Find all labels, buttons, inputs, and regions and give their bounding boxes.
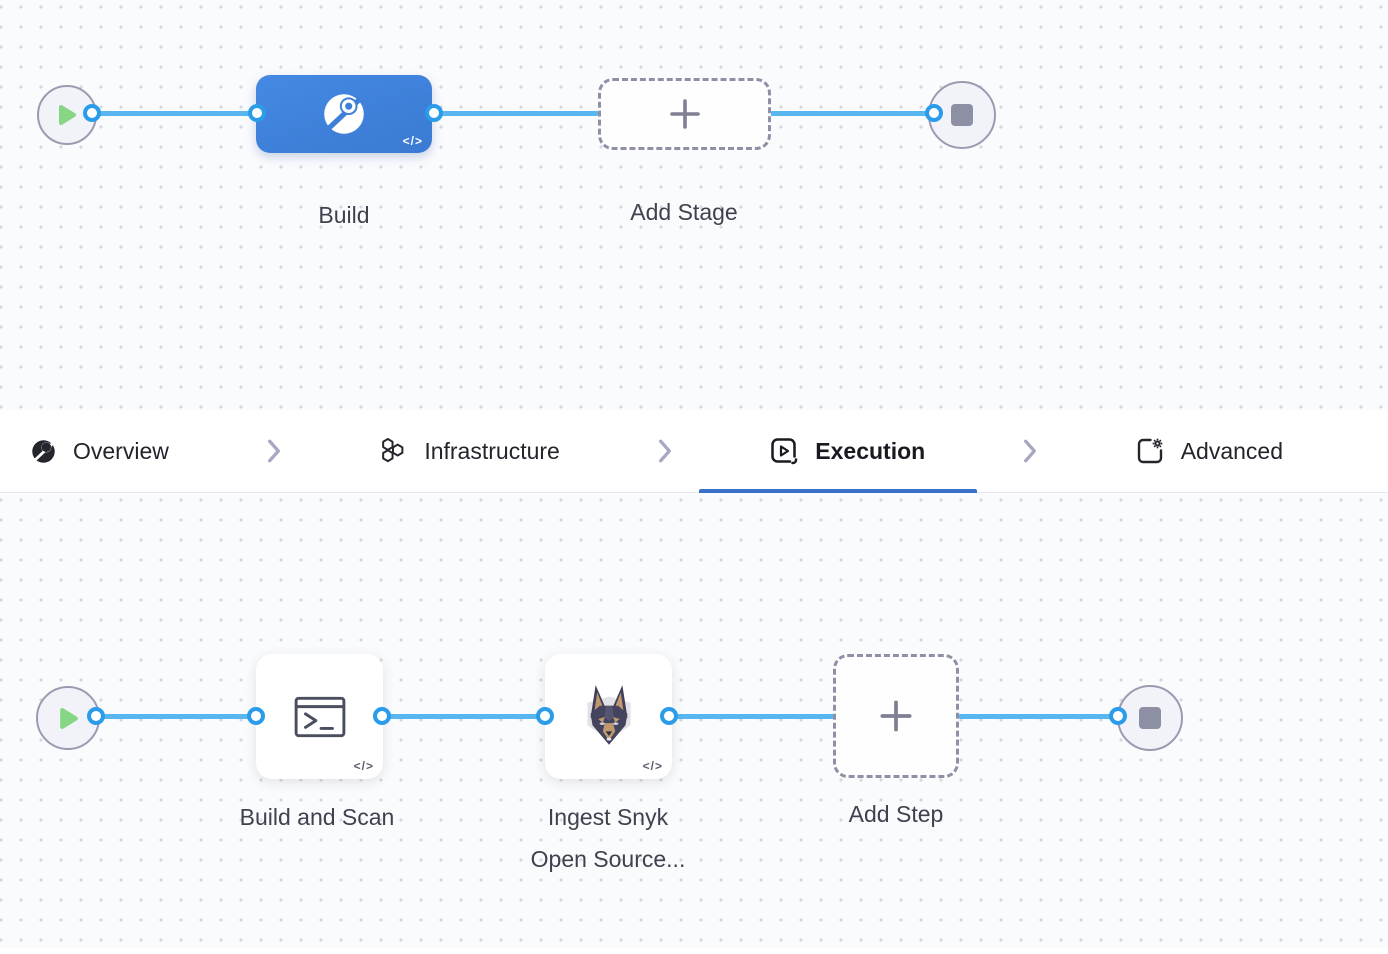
edge-addstage-to-end [769,111,936,116]
stage-config-tab-bar: Overview Infrastructure [0,410,1388,493]
tab-infrastructure-label: Infrastructure [424,437,560,464]
chevron-right-icon [657,438,673,464]
edge-start-to-build [92,111,259,116]
connector-port[interactable] [1109,707,1127,725]
snyk-doberman-icon [586,684,631,745]
connector-port[interactable] [373,707,391,725]
plus-icon [880,700,912,732]
edge-start-to-buildscan [96,714,258,719]
stop-icon [951,104,973,126]
play-square-execution-icon [771,438,798,465]
edge-addstep-to-end [958,714,1120,719]
connector-port[interactable] [248,104,266,122]
ci-build-icon [324,94,364,134]
yaml-code-badge: </> [353,759,374,773]
step-node-ingest-snyk[interactable]: </> [545,654,672,779]
tab-execution[interactable]: Execution [769,436,925,466]
terminal-run-icon [294,696,345,737]
connector-port[interactable] [536,707,554,725]
yaml-code-badge: </> [642,759,663,773]
stage-label-build: Build [318,202,370,228]
connector-port[interactable] [87,707,105,725]
play-icon [59,105,76,125]
tab-advanced-label: Advanced [1180,437,1283,464]
tab-advanced[interactable]: Advanced [1135,436,1283,466]
connector-port[interactable] [925,104,943,122]
chevron-right-icon [266,438,282,464]
stage-pipeline-canvas[interactable]: </> Build Add Stage [0,0,1388,411]
tab-infrastructure[interactable]: Infrastructure [378,436,560,466]
gear-square-advanced-icon [1137,438,1162,464]
step-label-line2: Open Source... [530,846,686,872]
step-pipeline-canvas[interactable]: </> </> [0,493,1388,948]
step-label-ingest-snyk: Ingest Snyk Open Source... [483,796,733,880]
step-label-line1: Ingest Snyk [547,804,669,830]
connector-port[interactable] [83,104,101,122]
stage-node-build[interactable]: </> [256,75,432,153]
add-step-label: Add Step [848,801,944,827]
connector-port[interactable] [660,707,678,725]
active-tab-underline [699,489,977,493]
add-stage-label: Add Stage [630,199,738,225]
connector-port[interactable] [247,707,265,725]
tab-overview[interactable]: Overview [30,438,169,465]
ci-overview-icon [32,439,55,463]
edge-buildscan-to-snyk [381,714,547,719]
step-node-build-and-scan[interactable]: </> [256,654,383,779]
stop-icon [1139,707,1161,729]
chevron-right-icon [1022,438,1038,464]
play-icon [59,707,78,729]
edge-build-to-addstage [432,111,599,116]
plus-icon [669,99,700,129]
tab-execution-label: Execution [815,437,926,464]
add-step-node[interactable] [833,654,959,778]
yaml-code-badge: </> [402,134,423,148]
canvas-footer-strip [0,948,1388,954]
stage-end-node [1117,685,1183,751]
connector-port[interactable] [425,104,443,122]
add-stage-node[interactable] [598,78,771,150]
tab-overview-label: Overview [73,437,169,464]
step-label-build-and-scan: Build and Scan [239,804,395,830]
edge-snyk-to-addstep [668,714,835,719]
hexagons-infrastructure-icon [382,438,404,463]
